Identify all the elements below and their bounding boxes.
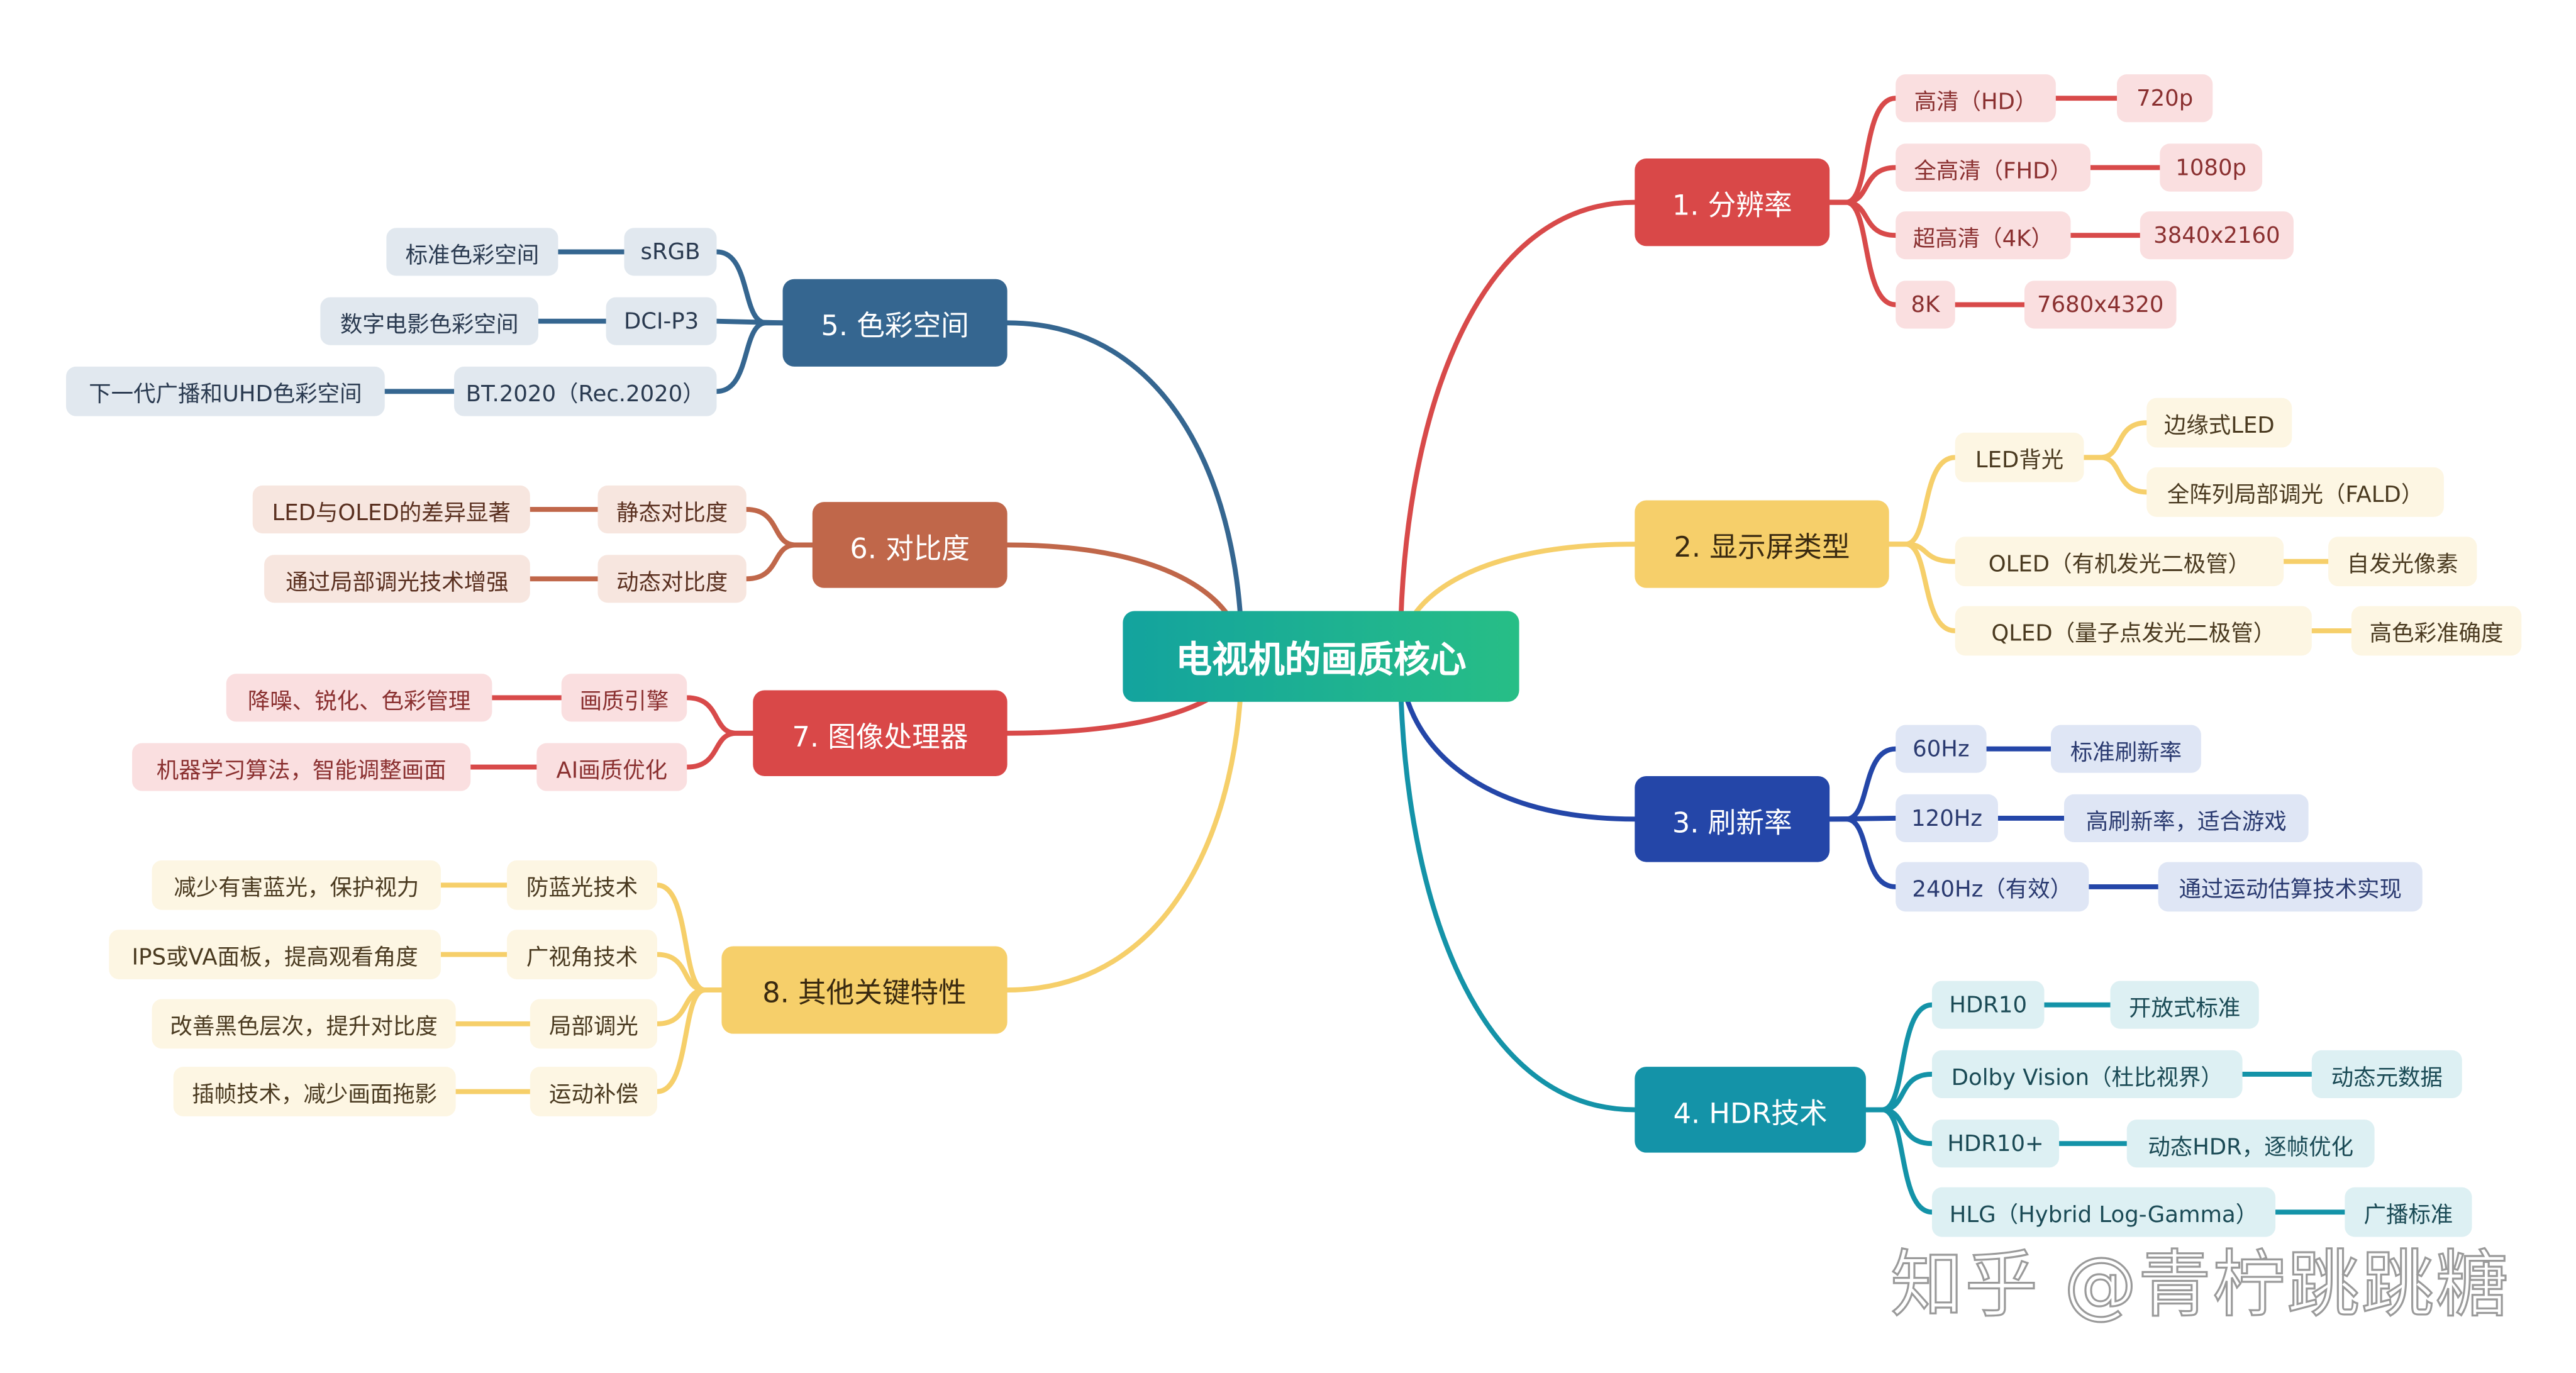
connector (1886, 542, 1958, 633)
branch-other-features[interactable]: 8. 其他关键特性 (721, 946, 1008, 1034)
connector (1886, 455, 1958, 547)
connector (1004, 320, 1245, 659)
topic-4k[interactable]: 超高清（4K） (1896, 211, 2071, 260)
topic-ips-va[interactable]: IPS或VA面板，提高观看角度 (109, 930, 441, 979)
topic-local-dimming-enhance[interactable]: 通过局部调光技术增强 (264, 555, 530, 603)
connector (684, 730, 756, 770)
connector (684, 695, 756, 736)
topic-black-levels[interactable]: 改善黑色层次，提升对比度 (152, 999, 456, 1049)
topic-next-gen-uhd[interactable]: 下一代广播和UHD色彩空间 (66, 366, 385, 416)
branch-hdr[interactable]: 4. HDR技术 (1635, 1067, 1866, 1153)
topic-hdr10[interactable]: HDR10 (1931, 981, 2045, 1029)
branch-display-type[interactable]: 2. 显示屏类型 (1635, 500, 1889, 588)
topic-7680x4320[interactable]: 7680x4320 (2024, 281, 2177, 329)
topic-fhd[interactable]: 全高清（FHD） (1896, 143, 2091, 192)
connector (743, 507, 815, 548)
topic-picture-engine[interactable]: 画质引擎 (561, 674, 687, 722)
connector (1004, 653, 1245, 992)
topic-720p[interactable]: 720p (2117, 74, 2213, 123)
topic-ai-picture[interactable]: AI画质优化 (536, 743, 687, 791)
connector (2081, 420, 2150, 460)
branch-resolution[interactable]: 1. 分辨率 (1635, 158, 1830, 247)
topic-reduce-blue-light[interactable]: 减少有害蓝光，保护视力 (152, 860, 441, 910)
connector (1397, 653, 1638, 1113)
topic-denoise-sharpen[interactable]: 降噪、锐化、色彩管理 (226, 674, 492, 722)
topic-dynamic-metadata[interactable]: 动态元数据 (2311, 1050, 2462, 1099)
topic-standard-color-space[interactable]: 标准色彩空间 (386, 228, 558, 276)
topic-motion-compensation[interactable]: 运动补偿 (530, 1067, 657, 1116)
connector (1397, 199, 1638, 659)
connector (714, 320, 786, 394)
topic-local-dimming[interactable]: 局部调光 (530, 999, 657, 1049)
topic-led-oled-diff[interactable]: LED与OLED的差异显著 (252, 485, 530, 534)
branch-contrast[interactable]: 6. 对比度 (812, 502, 1008, 588)
topic-srgb[interactable]: sRGB (624, 228, 717, 276)
topic-dci-p3[interactable]: DCI-P3 (606, 297, 717, 345)
branch-color-space[interactable]: 5. 色彩空间 (782, 279, 1008, 367)
topic-self-emissive[interactable]: 自发光像素 (2328, 536, 2477, 587)
connector (2081, 455, 2150, 495)
topic-high-refresh[interactable]: 高刷新率，适合游戏 (2064, 794, 2309, 843)
topic-60hz[interactable]: 60Hz (1896, 725, 1987, 773)
topic-1080p[interactable]: 1080p (2160, 143, 2263, 192)
connector (1827, 746, 1899, 822)
topic-hlg[interactable]: HLG（Hybrid Log-Gamma） (1931, 1187, 2276, 1237)
topic-dolby-vision[interactable]: Dolby Vision（杜比视界） (1931, 1050, 2243, 1099)
topic-fald[interactable]: 全阵列局部调光（FALD） (2146, 467, 2444, 517)
branch-refresh-rate[interactable]: 3. 刷新率 (1635, 776, 1830, 862)
topic-8k[interactable]: 8K (1896, 281, 1955, 329)
topic-hdr10-plus[interactable]: HDR10+ (1931, 1120, 2060, 1168)
topic-frame-interpolation[interactable]: 插帧技术，减少画面拖影 (173, 1067, 456, 1116)
connector (1827, 199, 1899, 308)
topic-bt2020[interactable]: BT.2020（Rec.2020） (454, 366, 717, 416)
connector (743, 542, 815, 582)
topic-open-standard[interactable]: 开放式标准 (2110, 981, 2259, 1029)
connector (1886, 542, 1958, 564)
topic-qled[interactable]: QLED（量子点发光二极管） (1955, 606, 2312, 656)
topic-standard-refresh[interactable]: 标准刷新率 (2050, 725, 2201, 773)
connector (1863, 1107, 1935, 1215)
topic-edge-lit-led[interactable]: 边缘式LED (2146, 397, 2292, 448)
connector (655, 987, 724, 1094)
topic-digital-cinema[interactable]: 数字电影色彩空间 (320, 297, 538, 345)
topic-color-accuracy[interactable]: 高色彩准确度 (2351, 606, 2522, 656)
topic-120hz[interactable]: 120Hz (1896, 794, 1998, 843)
connector (1827, 96, 1899, 205)
topic-3840x2160[interactable]: 3840x2160 (2140, 211, 2294, 260)
topic-oled[interactable]: OLED（有机发光二极管） (1955, 536, 2284, 587)
central-topic[interactable]: 电视机的画质核心 (1123, 611, 1519, 702)
connector (655, 882, 724, 992)
connector (1827, 816, 1899, 889)
topic-machine-learning[interactable]: 机器学习算法，智能调整画面 (132, 743, 471, 791)
topic-blue-light[interactable]: 防蓝光技术 (507, 860, 657, 910)
topic-led-backlight[interactable]: LED背光 (1955, 432, 2084, 482)
branch-image-processor[interactable]: 7. 图像处理器 (753, 690, 1008, 777)
topic-wide-angle[interactable]: 广视角技术 (507, 930, 657, 979)
topic-hd[interactable]: 高清（HD） (1896, 74, 2056, 123)
topic-broadcast-standard[interactable]: 广播标准 (2345, 1187, 2472, 1237)
topic-static-contrast[interactable]: 静态对比度 (597, 485, 747, 534)
topic-motion-estimation[interactable]: 通过运动估算技术实现 (2158, 862, 2423, 912)
connector (1863, 1002, 1935, 1113)
topic-240hz[interactable]: 240Hz（有效） (1896, 862, 2089, 912)
topic-dynamic-hdr[interactable]: 动态HDR，逐帧优化 (2126, 1120, 2375, 1168)
watermark: 知乎 @青柠跳跳糖 (1890, 1243, 2510, 1329)
topic-dynamic-contrast[interactable]: 动态对比度 (597, 555, 747, 603)
connector (714, 249, 786, 326)
